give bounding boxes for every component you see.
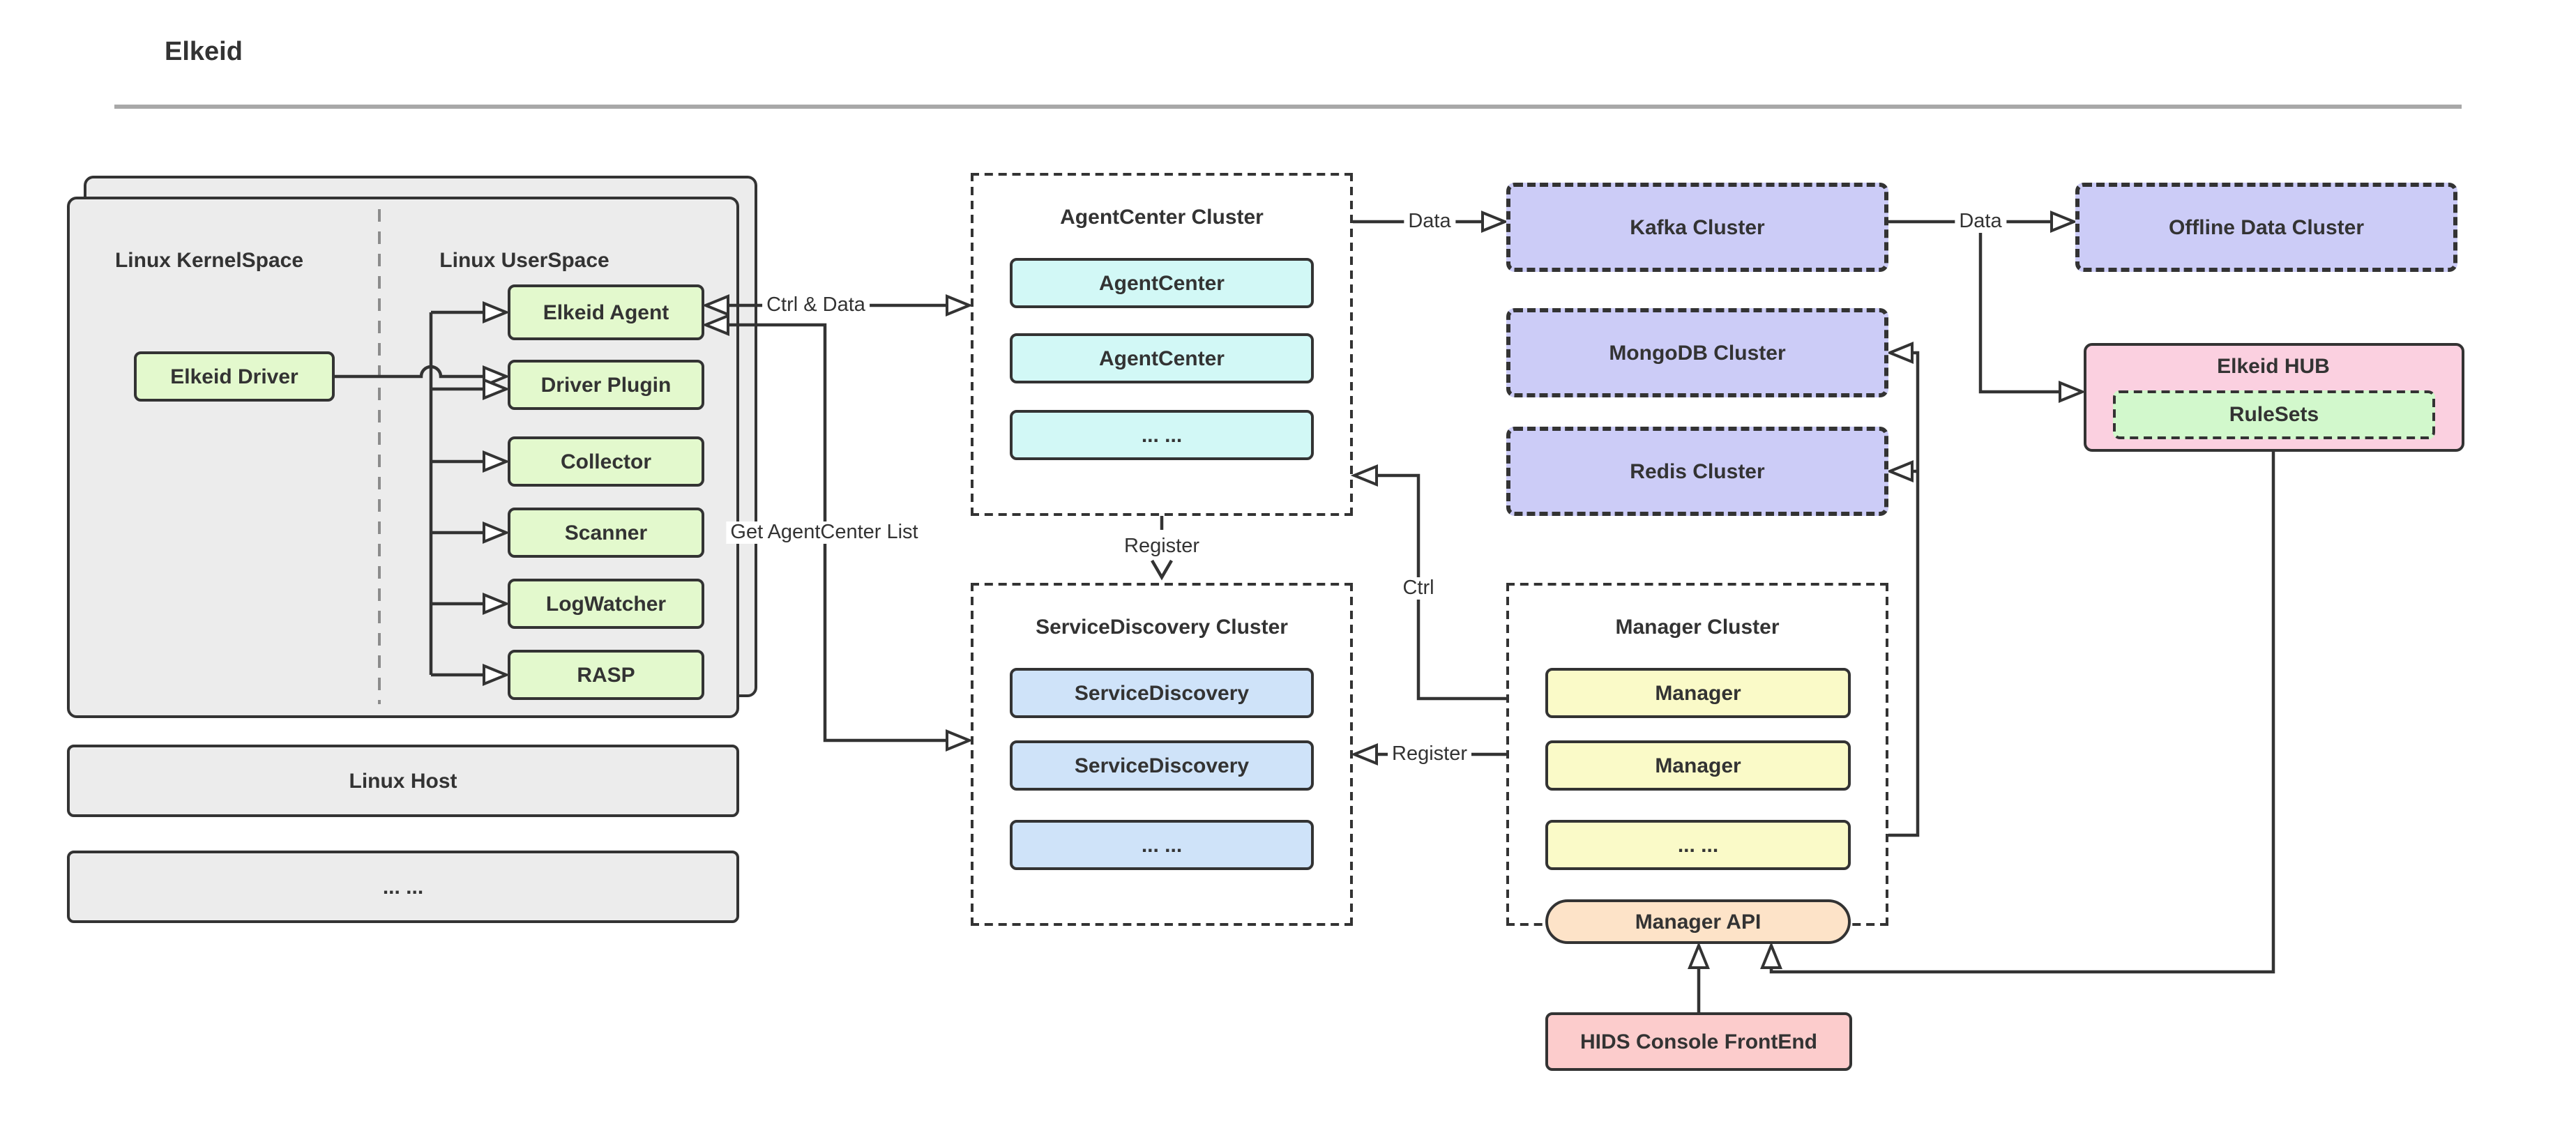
- arrowheads: [483, 211, 2086, 969]
- offline-data-cluster: Offline Data Cluster: [2075, 183, 2457, 272]
- node-scanner: Scanner: [508, 508, 704, 558]
- elkeid-hub-title: Elkeid HUB: [2217, 355, 2330, 379]
- node-collector: Collector: [508, 436, 704, 487]
- node-agentcenter-2: AgentCenter: [1010, 333, 1314, 383]
- kafka-cluster: Kafka Cluster: [1506, 183, 1888, 272]
- page-title: Elkeid: [165, 38, 243, 67]
- edge-label-ctrl: Ctrl: [1398, 577, 1439, 600]
- header-divider: [114, 105, 2462, 109]
- node-hids-console-frontend: HIDS Console FrontEnd: [1545, 1012, 1852, 1071]
- kernel-space-label: Linux KernelSpace: [114, 249, 304, 273]
- node-manager-ellipsis: ... ...: [1545, 820, 1851, 870]
- user-space-label: Linux UserSpace: [439, 249, 609, 273]
- node-manager-2: Manager: [1545, 740, 1851, 791]
- node-agentcenter-1: AgentCenter: [1010, 258, 1314, 308]
- manager-cluster-title: Manager Cluster: [1615, 616, 1780, 639]
- servicediscovery-cluster-title: ServiceDiscovery Cluster: [1036, 616, 1288, 639]
- agentcenter-cluster-title: AgentCenter Cluster: [1060, 206, 1264, 229]
- edge-driver-to-driverplugin: [335, 365, 484, 379]
- edge-label-register-top: Register: [1120, 535, 1204, 558]
- node-servicediscovery-1: ServiceDiscovery: [1010, 668, 1314, 718]
- node-driver-plugin: Driver Plugin: [508, 360, 704, 410]
- register-chevron-arrow: [1151, 559, 1173, 581]
- node-manager-api: Manager API: [1545, 899, 1851, 944]
- edge-label-data-to-offline: Data: [1955, 211, 2006, 233]
- mongodb-cluster: MongoDB Cluster: [1506, 308, 1888, 397]
- node-agentcenter-ellipsis: ... ...: [1010, 410, 1314, 460]
- connector-lines: [335, 209, 2275, 1012]
- node-servicediscovery-ellipsis: ... ...: [1010, 820, 1314, 870]
- edge-label-data-to-kafka: Data: [1404, 211, 1455, 233]
- node-linux-host: Linux Host: [67, 745, 739, 817]
- node-rasp: RASP: [508, 650, 704, 700]
- edge-label-get-agentcenter-list: Get AgentCenter List: [726, 521, 923, 544]
- edge-label-ctrl-and-data: Ctrl & Data: [762, 294, 870, 317]
- node-host-ellipsis: ... ...: [67, 851, 739, 923]
- redis-cluster: Redis Cluster: [1506, 427, 1888, 516]
- node-logwatcher: LogWatcher: [508, 579, 704, 629]
- node-servicediscovery-2: ServiceDiscovery: [1010, 740, 1314, 791]
- node-elkeid-agent: Elkeid Agent: [508, 284, 704, 340]
- edge-hub-to-api: [1769, 452, 2275, 974]
- node-elkeid-driver: Elkeid Driver: [134, 351, 335, 402]
- agentcenter-cluster: [971, 173, 1353, 516]
- node-manager-1: Manager: [1545, 668, 1851, 718]
- edge-ctrl: [1377, 473, 1506, 701]
- edge-label-register-manager: Register: [1388, 743, 1471, 765]
- edge-manager-to-mongodb: [1888, 351, 1920, 837]
- servicediscovery-cluster: [971, 583, 1353, 926]
- node-rulesets: RuleSets: [2113, 390, 2435, 439]
- edge-data-to-hub: [1978, 222, 2060, 394]
